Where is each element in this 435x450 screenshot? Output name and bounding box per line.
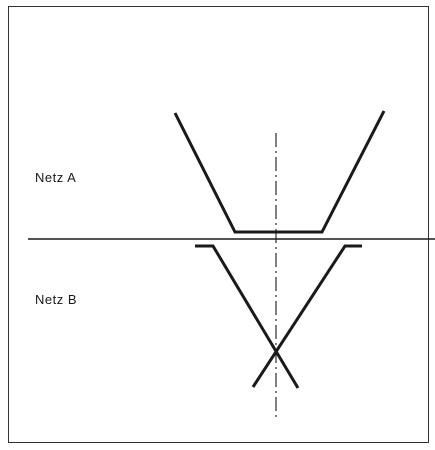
net-a-trapezoid	[173, 110, 386, 234]
net-b-left-arm	[195, 244, 300, 389]
net-b-label: Netz B	[35, 292, 78, 307]
net-b-right-arm	[251, 244, 362, 388]
diagram-frame	[8, 6, 429, 443]
net-a-label: Netz A	[35, 170, 77, 185]
